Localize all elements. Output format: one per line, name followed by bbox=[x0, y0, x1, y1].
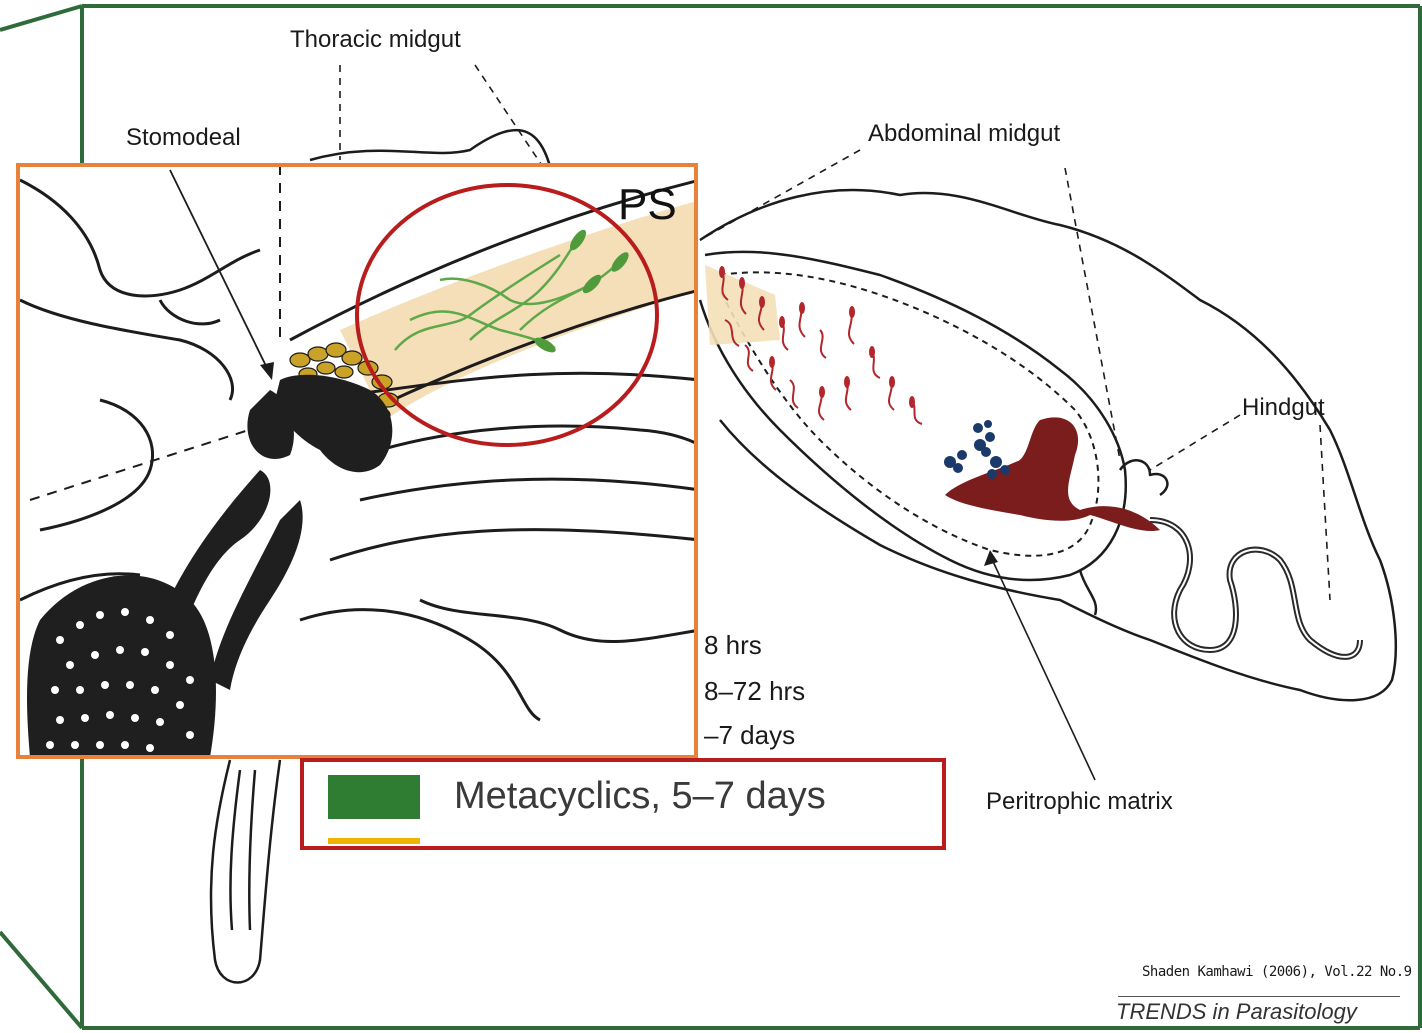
legend-row-2: 8–72 hrs bbox=[704, 676, 805, 707]
amastigote-icon bbox=[944, 420, 1010, 479]
label-stomodeal: Stomodeal bbox=[126, 124, 241, 152]
peritrophic-arrow-line bbox=[990, 555, 1095, 780]
journal-rule bbox=[1118, 996, 1400, 997]
haptomonad-swatch bbox=[328, 838, 420, 844]
label-hindgut: Hindgut bbox=[1242, 394, 1325, 422]
citation: Shaden Kamhawi (2006), Vol.22 No.9 bbox=[1142, 964, 1412, 980]
legend-row-3: –7 days bbox=[704, 720, 795, 751]
nectomonad-band bbox=[705, 265, 780, 345]
label-thoracic-midgut: Thoracic midgut bbox=[290, 26, 461, 54]
label-ps: PS bbox=[618, 180, 677, 230]
blood-meal-mass bbox=[945, 417, 1160, 531]
label-abdominal-midgut: Abdominal midgut bbox=[868, 120, 1060, 148]
journal-name: TRENDS in Parasitology bbox=[1116, 999, 1357, 1025]
legend-metacyclics-label: Metacyclics, 5–7 days bbox=[454, 775, 826, 818]
metacyclic-swatch bbox=[328, 775, 420, 819]
proboscis-outline bbox=[211, 760, 280, 983]
zoom-inset bbox=[18, 165, 700, 757]
label-peritrophic-matrix: Peritrophic matrix bbox=[986, 788, 1173, 816]
legend-row-1: 8 hrs bbox=[704, 630, 762, 661]
